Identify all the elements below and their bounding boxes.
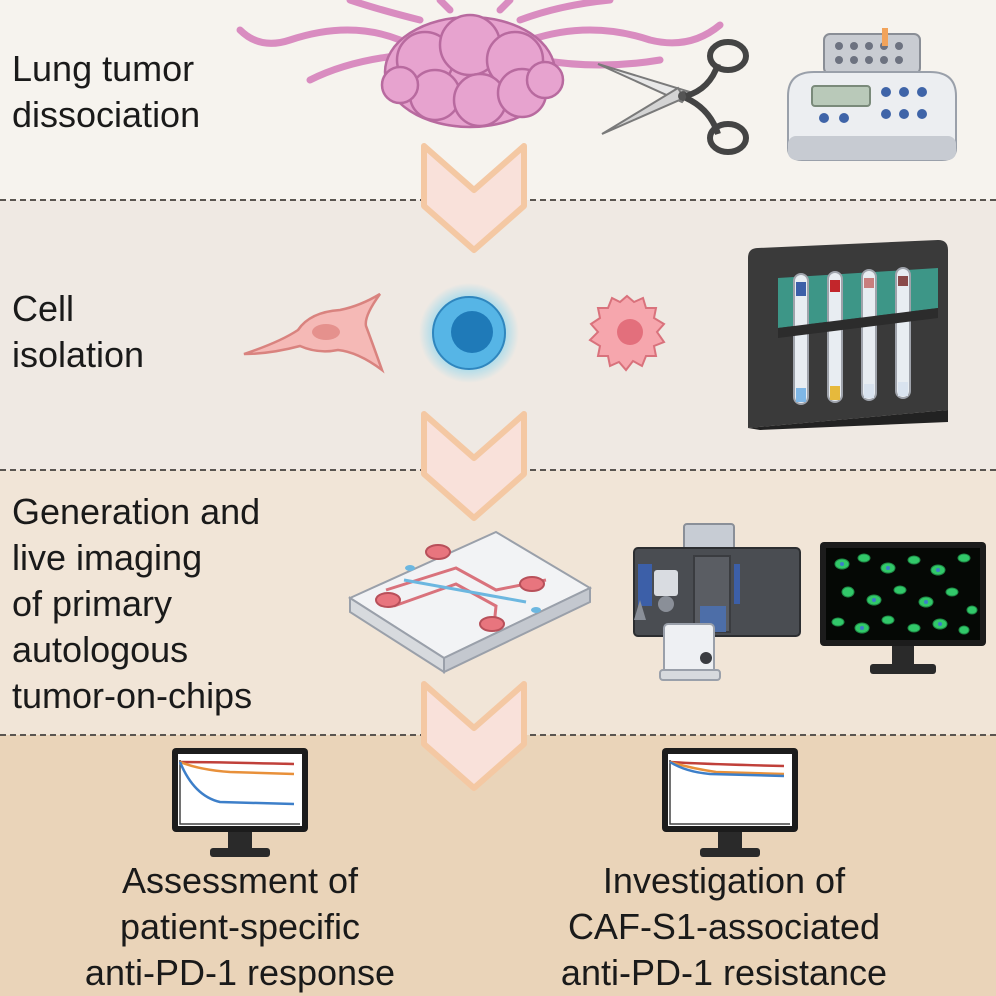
immune-cell-icon (419, 283, 519, 383)
band-outcomes (0, 735, 996, 996)
chevron-down-icon (421, 411, 527, 521)
microfluidic-chip-icon (347, 530, 593, 674)
step-label-isolation: Cell isolation (12, 288, 145, 375)
tumor-icon (236, 0, 724, 129)
response-chart-monitor-icon (662, 748, 798, 857)
chevron-down-icon (421, 143, 527, 253)
tube-rack-icon (748, 240, 948, 430)
fibroblast-icon (243, 292, 385, 374)
thermomixer-icon (787, 28, 957, 161)
chevron-down-icon (421, 681, 527, 791)
response-chart-monitor-icon (172, 748, 308, 857)
step-label-tumor-on-chip: Generation and live imaging of primary a… (12, 491, 261, 716)
outcome-label-resistance: Investigation of CAF-S1-associated anti-… (560, 860, 888, 993)
microscope-icon (633, 523, 801, 681)
tumor-cell-icon (588, 294, 666, 372)
step-label-dissociation: Lung tumor dissociation (12, 48, 201, 135)
scissors-icon (597, 39, 749, 155)
fluorescence-monitor-icon (820, 542, 986, 674)
outcome-label-response: Assessment of patient-specific anti-PD-1… (84, 860, 396, 993)
